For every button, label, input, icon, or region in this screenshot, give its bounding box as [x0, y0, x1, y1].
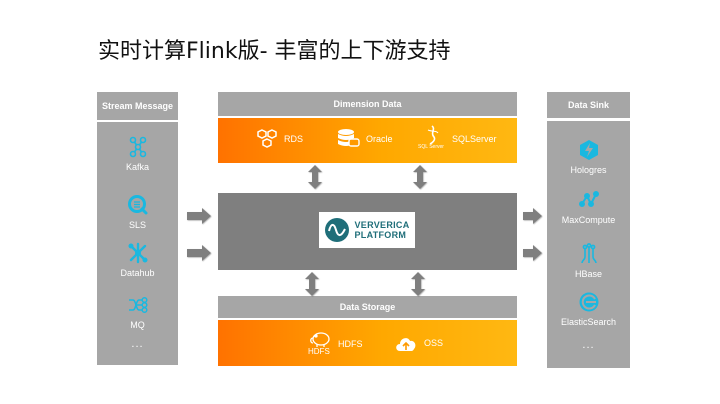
sink-elasticsearch: ElasticSearch — [547, 291, 630, 327]
oss-icon — [396, 338, 416, 351]
ververica-logo: VERVERICA PLATFORM — [319, 212, 415, 248]
sqlserver-icon-caption: SQL Server — [418, 144, 444, 150]
sqlserver-icon: SQL Server — [418, 125, 446, 153]
output-arrow-icon — [523, 208, 542, 224]
storage-label: OSS — [424, 338, 444, 348]
source-datahub: Datahub — [97, 242, 178, 278]
logo-line2: PLATFORM — [354, 230, 407, 240]
dimension-label: SQLServer — [452, 134, 497, 144]
hologres-icon — [579, 140, 598, 160]
sls-icon — [127, 195, 147, 215]
data-storage-header: Data Storage — [218, 296, 517, 318]
hbase-icon — [580, 243, 597, 264]
dimension-rds: RDS — [256, 128, 303, 150]
bidirectional-arrow-icon — [413, 165, 427, 189]
dimension-data-header: Dimension Data — [218, 92, 517, 116]
rds-icon — [257, 129, 277, 148]
source-sls: SLS — [97, 194, 178, 230]
source-label: Datahub — [120, 268, 155, 278]
maxcompute-icon — [578, 191, 599, 207]
source-label: MQ — [130, 320, 145, 330]
bidirectional-arrow-icon — [411, 272, 425, 296]
storage-oss: OSS — [394, 334, 443, 352]
dimension-label: Oracle — [366, 134, 393, 144]
bidirectional-arrow-icon — [308, 165, 322, 189]
source-label: Kafka — [125, 162, 149, 172]
mq-icon — [128, 296, 148, 314]
data-storage-panel: HDFS HDFS OSS — [218, 320, 517, 366]
ververica-wave-icon — [325, 218, 350, 242]
logo-line1: VERVERICA — [354, 220, 410, 230]
sink-label: ElasticSearch — [560, 317, 617, 327]
output-arrow-icon — [523, 245, 542, 261]
bidirectional-arrow-icon — [305, 272, 319, 296]
sink-label: Hologres — [570, 165, 607, 175]
more-sources-ellipsis: ... — [131, 338, 144, 350]
sink-label: HBase — [574, 269, 602, 279]
elasticsearch-icon — [579, 292, 598, 312]
sink-maxcompute: MaxCompute — [547, 189, 630, 225]
storage-label: HDFS — [338, 339, 363, 349]
more-sinks-ellipsis: ... — [582, 339, 595, 351]
sink-hbase: HBase — [547, 243, 630, 279]
sink-hologres: Hologres — [547, 139, 630, 175]
sink-label: MaxCompute — [561, 215, 616, 225]
input-arrow-icon — [187, 208, 211, 224]
storage-hdfs: HDFS HDFS — [308, 330, 363, 358]
oracle-icon — [338, 129, 360, 147]
dimension-label: RDS — [284, 134, 304, 144]
hdfs-icon: HDFS — [308, 330, 332, 358]
data-sink-panel: Hologres MaxCompute HBase ElasticSearch … — [547, 121, 630, 368]
dimension-sqlserver: SQL Server SQLServer — [418, 125, 497, 153]
datahub-icon — [128, 242, 147, 264]
slide-title: 实时计算Flink版- 丰富的上下游支持 — [98, 39, 451, 64]
source-mq: MQ — [97, 294, 178, 330]
stream-message-header: Stream Message — [97, 92, 178, 120]
source-kafka: Kafka — [97, 136, 178, 172]
kafka-icon — [129, 136, 146, 158]
input-arrow-icon — [187, 245, 211, 261]
dimension-oracle: Oracle — [336, 128, 393, 150]
hdfs-icon-caption: HDFS — [308, 347, 330, 356]
source-label: SLS — [128, 220, 146, 230]
dimension-data-panel: RDS Oracle SQL Server SQLServer — [218, 118, 517, 163]
stream-message-panel: Kafka SLS Datahub MQ ... — [97, 122, 178, 365]
data-sink-header: Data Sink — [547, 92, 630, 118]
